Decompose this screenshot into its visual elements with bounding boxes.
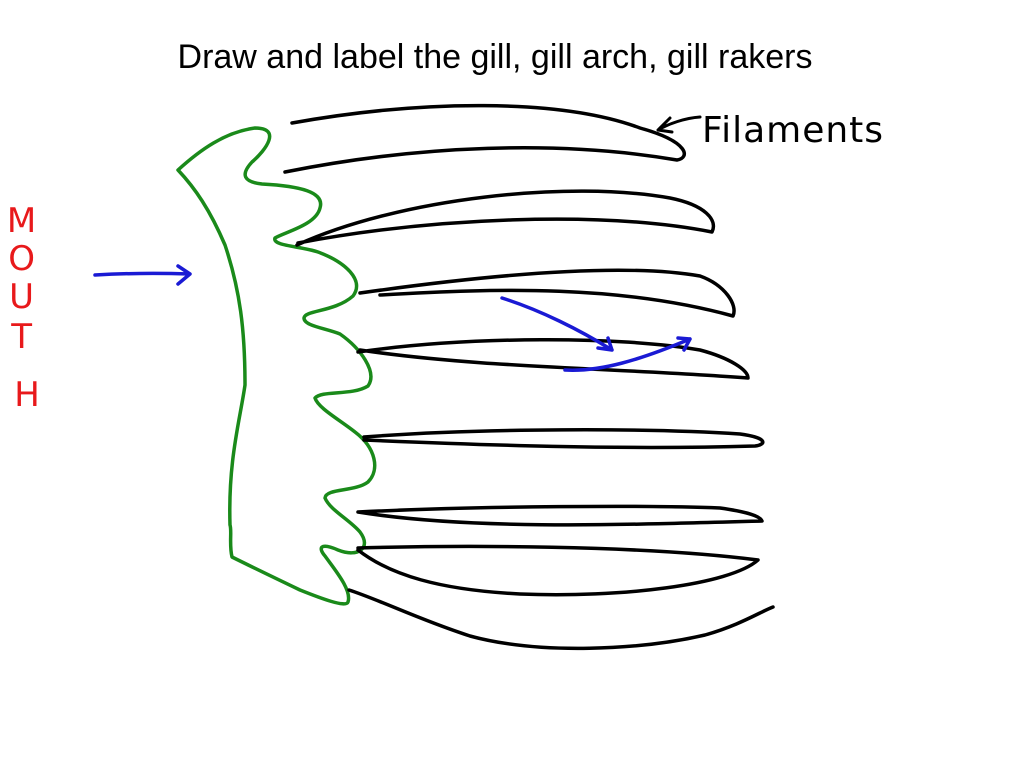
gill-filament xyxy=(283,103,686,174)
page-title: Draw and label the gill, gill arch, gill… xyxy=(177,38,813,76)
gill-filament xyxy=(362,428,765,450)
mouth-letter-t: T xyxy=(10,317,32,357)
gill-filament xyxy=(356,544,760,597)
gill-filaments xyxy=(283,103,775,651)
mouth-letter-o: O xyxy=(8,239,35,279)
flow-arrow-upper xyxy=(500,296,614,352)
inflow-arrow xyxy=(93,264,192,286)
filaments-label-group: Filaments xyxy=(656,110,884,151)
flow-arrow-lower xyxy=(563,336,692,372)
mouth-letter-h: H xyxy=(14,375,40,415)
gill-filament xyxy=(356,337,750,380)
water-flow-arrows xyxy=(93,264,692,372)
filaments-label: Filaments xyxy=(702,110,884,151)
gill-arch xyxy=(176,126,377,606)
gill-filament xyxy=(356,504,764,527)
mouth-letter-m: M xyxy=(7,201,36,241)
mouth-letter-u: U xyxy=(9,277,34,317)
filaments-pointer-arrow xyxy=(656,115,702,134)
mouth-label: M O U T H xyxy=(7,201,47,415)
gill-filament xyxy=(295,189,716,247)
gill-filament xyxy=(347,588,775,651)
gill-filament xyxy=(358,268,736,318)
